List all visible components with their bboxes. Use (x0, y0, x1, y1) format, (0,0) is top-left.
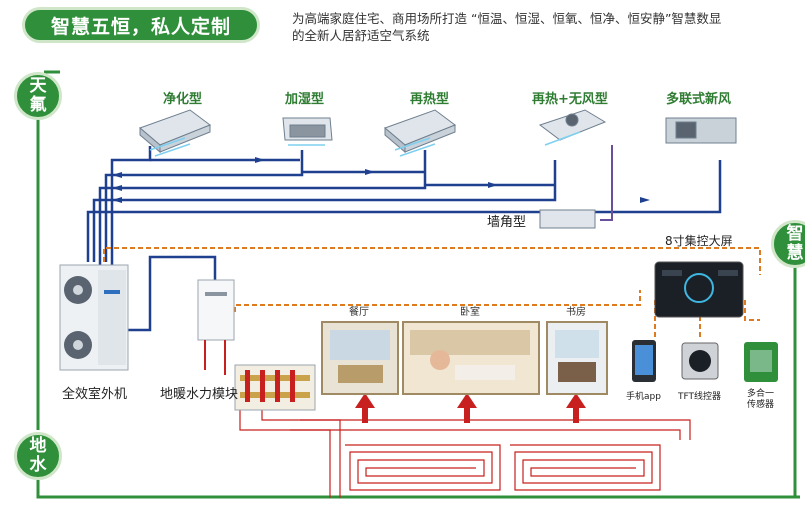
description-line-2: 的全新人居舒适空气系统 (292, 28, 430, 43)
bedroom-label: 卧室 (460, 307, 480, 318)
study-room-label: 书房 (566, 307, 586, 318)
outdoor-unit-label: 全效室外机 (62, 387, 128, 402)
smart-badge-char-1: 智 (786, 224, 804, 244)
smart-badge: 智 慧 (771, 220, 805, 268)
ground-water-badge: 地 水 (14, 432, 62, 480)
corner-unit-line (600, 145, 613, 221)
smart-badge-char-2: 慧 (786, 243, 804, 263)
duct-units (139, 109, 737, 229)
control-screen-label: 8寸集控大屏 (665, 234, 733, 248)
humidify-unit-label: 加湿型 (285, 92, 325, 107)
page-title: 智慧五恒，私人定制 (22, 7, 260, 43)
manifold-shape (234, 364, 316, 411)
heating-coils (239, 400, 691, 498)
ground-badge-char-1: 地 (29, 436, 47, 456)
device-shapes (632, 340, 778, 382)
multi-sensor-label: 多合一 传感器 (747, 389, 774, 411)
phone-app-label: 手机app (626, 392, 661, 402)
tft-controller-label: TFT线控器 (678, 392, 722, 402)
ground-badge-char-2: 水 (29, 455, 47, 475)
control-screen-shape (654, 261, 744, 318)
dining-room-label: 餐厅 (349, 307, 369, 318)
room-photos (321, 321, 608, 395)
hydro-module-shape (197, 279, 235, 375)
pipe-arrows (112, 157, 650, 203)
heat-arrows (355, 393, 586, 423)
purify-unit-label: 净化型 (163, 92, 203, 107)
air-flow (149, 131, 581, 157)
multi-fresh-air-label: 多联式新风 (666, 92, 732, 107)
reheat-unit-label: 再热型 (410, 92, 450, 107)
sensor-label-line-1: 多合一 (747, 389, 775, 399)
sensor-label-line-2: 传感器 (747, 400, 775, 410)
outdoor-unit-shape (59, 264, 129, 371)
signal-lines (103, 247, 761, 340)
reheat-nowind-unit-label: 再热+无风型 (532, 92, 608, 107)
green-frame (36, 70, 800, 499)
description-line-1: 为高端家庭住宅、商用场所打造 “恒温、恒湿、恒氧、恒净、恒安静”智慧数显 (292, 11, 722, 26)
sky-fluorine-badge: 天 氟 (14, 72, 62, 120)
sky-badge-char-2: 氟 (29, 95, 47, 115)
hydro-module-label: 地暖水力模块 (160, 387, 239, 402)
sky-badge-char-1: 天 (29, 76, 47, 96)
header-description: 为高端家庭住宅、商用场所打造 “恒温、恒湿、恒氧、恒净、恒安静”智慧数显 的全新… (292, 10, 802, 44)
wall-corner-unit-label: 墙角型 (487, 215, 527, 230)
